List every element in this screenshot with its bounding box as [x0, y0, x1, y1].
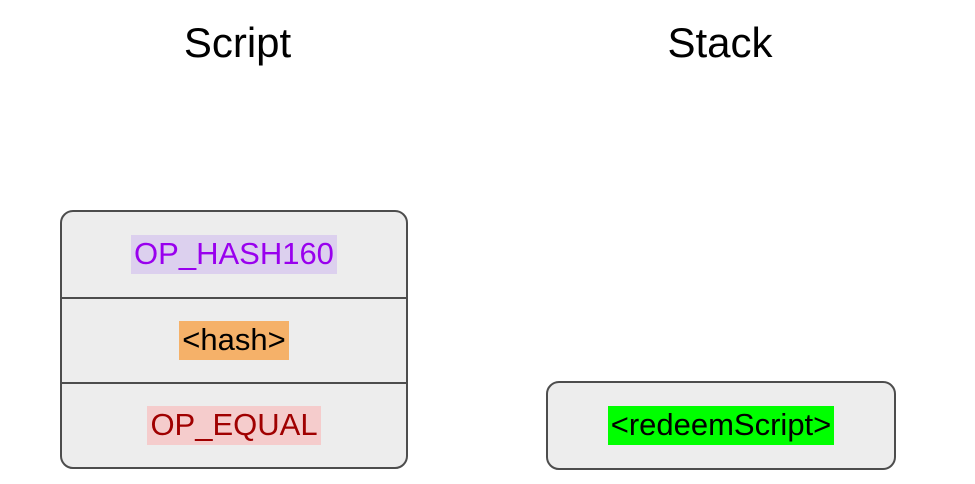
script-box-stack: OP_HASH160 <hash> OP_EQUAL — [60, 210, 408, 469]
token-hash: <hash> — [179, 321, 289, 360]
token-op-equal: OP_EQUAL — [147, 406, 321, 445]
token-op-hash160: OP_HASH160 — [131, 235, 337, 274]
stack-box-stack: <redeemScript> — [546, 381, 896, 470]
stack-column-title: Stack — [667, 19, 773, 66]
script-cell-op-hash160[interactable]: OP_HASH160 — [62, 212, 406, 297]
script-cell-op-equal[interactable]: OP_EQUAL — [62, 382, 406, 467]
stack-cell-redeem-script[interactable]: <redeemScript> — [548, 383, 894, 468]
script-column-title: Script — [183, 19, 292, 66]
script-cell-hash[interactable]: <hash> — [62, 297, 406, 382]
token-redeem-script: <redeemScript> — [607, 406, 835, 445]
